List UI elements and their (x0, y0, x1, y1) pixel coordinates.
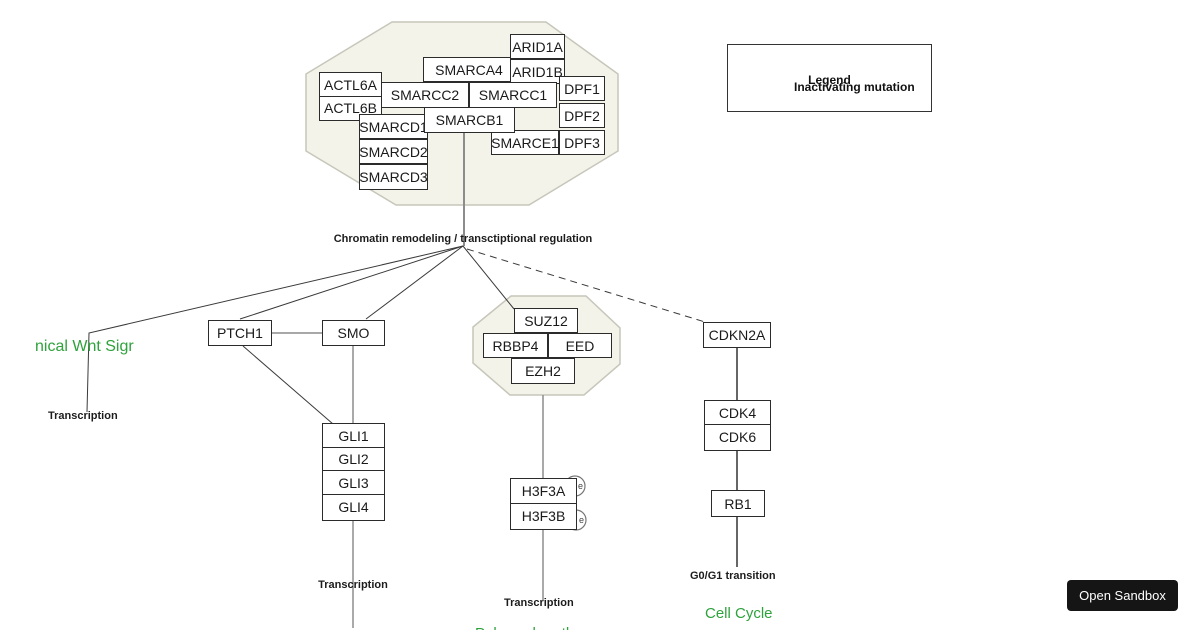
methylation-badge-h3f3b: e (579, 515, 585, 525)
transcription-label-wnt: Transcription (48, 410, 118, 422)
gene-node-gli4: GLI4 (322, 493, 385, 521)
gene-node-cdk4: CDK4 (704, 400, 771, 425)
edge-hub-suz12 (462, 245, 515, 310)
transcription-label-h3f3: Transcription (504, 597, 574, 609)
edge-hub-cdkn2a-dashed (466, 248, 706, 323)
gene-node-h3f3a: H3F3A (510, 478, 577, 504)
gene-node-arid1a: ARID1A (510, 34, 565, 59)
gene-node-gli3: GLI3 (322, 470, 385, 495)
gene-node-suz12: SUZ12 (514, 308, 578, 333)
wnt-signaling-label: nical Wnt Sigr (35, 338, 134, 355)
legend-box: Legend Inactivating mutation (727, 44, 932, 112)
legend-title: Legend (808, 73, 851, 87)
gene-node-smarcb1: SMARCB1 (424, 107, 515, 133)
gene-node-smarcd1: SMARCD1 (359, 114, 428, 139)
gene-node-cdkn2a: CDKN2A (703, 322, 771, 348)
transcription-label-gli: Transcription (318, 579, 388, 591)
gene-node-smarcc1: SMARCC1 (469, 82, 557, 108)
open-sandbox-button[interactable]: Open Sandbox (1067, 580, 1178, 611)
gene-node-smo: SMO (322, 320, 385, 346)
gene-node-rbbp4: RBBP4 (483, 333, 548, 358)
legend-item-inactivating-mutation: Inactivating mutation (794, 80, 915, 94)
gene-node-gli1: GLI1 (322, 423, 385, 448)
gene-node-actl6a: ACTL6A (319, 72, 382, 97)
gene-node-ptch1: PTCH1 (208, 320, 272, 346)
gene-node-smarcd3: SMARCD3 (359, 164, 428, 190)
gene-node-smarcd2: SMARCD2 (359, 139, 428, 164)
gene-node-gli2: GLI2 (322, 446, 385, 472)
edge-hub-smo (365, 245, 464, 320)
gene-node-h3f3b: H3F3B (510, 502, 577, 530)
gene-node-dpf2: DPF2 (559, 103, 605, 128)
gene-node-arid1b: ARID1B (510, 59, 565, 84)
edge-hub-ptch1 (239, 245, 464, 320)
gene-node-smarcc2: SMARCC2 (381, 82, 469, 108)
gene-node-rb1: RB1 (711, 490, 765, 517)
g0g1-transition-label: G0/G1 transition (690, 570, 776, 582)
clipped-green-label: Polycomb pathway (475, 625, 601, 630)
edge-ptch1-gli (242, 345, 334, 425)
hub-label: Chromatin remodeling / transctiptional r… (333, 233, 593, 245)
methylation-badge-h3f3a: e (578, 481, 584, 491)
gene-node-actl6b: ACTL6B (319, 95, 382, 121)
gene-node-eed: EED (548, 333, 612, 358)
gene-node-smarca4: SMARCA4 (423, 57, 515, 82)
gene-node-smarce1: SMARCE1 (491, 130, 559, 155)
gene-node-ezh2: EZH2 (511, 358, 575, 384)
edge-hub-wnt (86, 245, 464, 413)
gene-node-dpf1: DPF1 (559, 76, 605, 101)
gene-node-dpf3: DPF3 (559, 130, 605, 155)
cell-cycle-label: Cell Cycle (705, 605, 773, 622)
gene-node-cdk6: CDK6 (704, 423, 771, 451)
